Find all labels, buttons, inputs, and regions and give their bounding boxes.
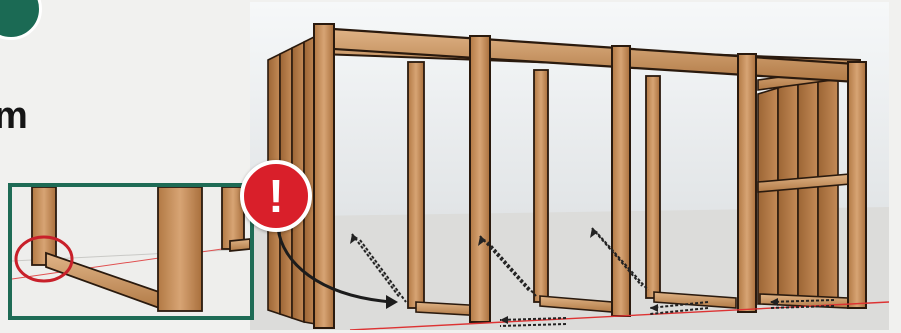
step-number-badge bbox=[0, 0, 42, 40]
warning-symbol: ! bbox=[268, 170, 283, 222]
warning-icon: ! bbox=[240, 160, 312, 232]
detail-inset-svg bbox=[12, 187, 250, 316]
frame-structure-svg bbox=[250, 2, 889, 330]
heading-text: m bbox=[0, 96, 27, 136]
frame-structure-render bbox=[250, 2, 889, 330]
detail-inset bbox=[8, 183, 254, 320]
